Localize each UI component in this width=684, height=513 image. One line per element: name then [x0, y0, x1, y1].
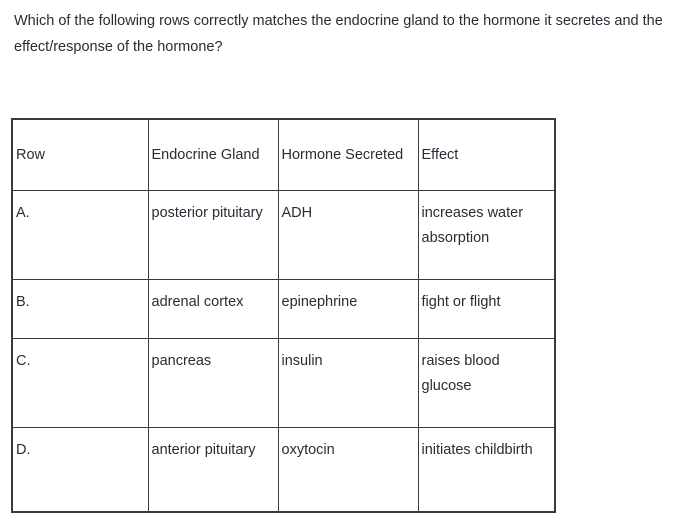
- column-header-endocrine-gland: Endocrine Gland: [147, 118, 279, 191]
- row-label-b: B.: [11, 279, 149, 339]
- cell-hormone-a: ADH: [277, 190, 419, 280]
- answer-options-table: Row Endocrine Gland Hormone Secreted Eff…: [11, 118, 556, 513]
- column-header-row: Row: [11, 118, 149, 191]
- cell-gland-b: adrenal cortex: [147, 279, 279, 339]
- cell-effect-c: raises blood glucose: [417, 338, 556, 428]
- table-row: D. anterior pituitary oxytocin initiates…: [11, 427, 556, 513]
- cell-gland-c: pancreas: [147, 338, 279, 428]
- cell-gland-a: posterior pituitary: [147, 190, 279, 280]
- column-header-hormone-secreted: Hormone Secreted: [277, 118, 419, 191]
- row-label-c: C.: [11, 338, 149, 428]
- table-row: C. pancreas insulin raises blood glucose: [11, 338, 556, 428]
- table-row: A. posterior pituitary ADH increases wat…: [11, 190, 556, 280]
- cell-hormone-d: oxytocin: [277, 427, 419, 513]
- column-header-effect: Effect: [417, 118, 556, 191]
- answer-options-table-container: Row Endocrine Gland Hormone Secreted Eff…: [11, 118, 556, 513]
- cell-effect-d: initiates childbirth: [417, 427, 556, 513]
- row-label-d: D.: [11, 427, 149, 513]
- cell-hormone-c: insulin: [277, 338, 419, 428]
- cell-effect-b: fight or flight: [417, 279, 556, 339]
- row-label-a: A.: [11, 190, 149, 280]
- cell-hormone-b: epinephrine: [277, 279, 419, 339]
- question-text: Which of the following rows correctly ma…: [14, 13, 663, 55]
- table-row: B. adrenal cortex epinephrine fight or f…: [11, 279, 556, 339]
- table-header-row: Row Endocrine Gland Hormone Secreted Eff…: [11, 118, 556, 191]
- cell-gland-d: anterior pituitary: [147, 427, 279, 513]
- cell-effect-a: increases water absorption: [417, 190, 556, 280]
